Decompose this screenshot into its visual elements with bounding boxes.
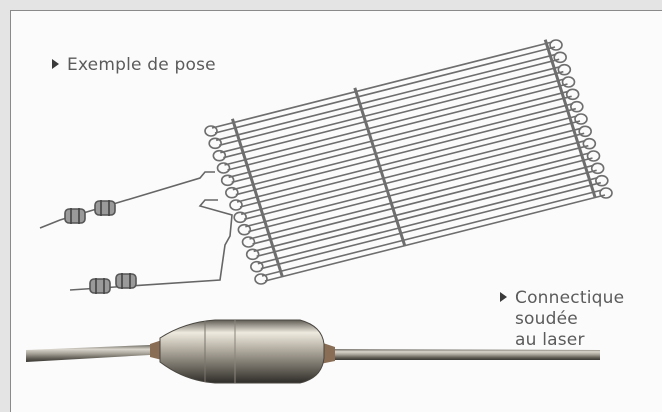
laser-weld-line-2: soudée — [515, 309, 578, 329]
laser-weld-caption: Connectique soudée au laser — [500, 288, 624, 351]
caption-arrow-icon — [52, 59, 59, 69]
laser-weld-line-3: au laser — [515, 330, 585, 350]
cold-lead-wires-image — [39, 171, 233, 294]
laser-weld-line-1: Connectique — [515, 288, 625, 308]
heating-mat-image — [204, 39, 613, 285]
layout-example-label: Exemple de pose — [67, 55, 216, 75]
layout-example-caption: Exemple de pose — [52, 55, 216, 76]
laser-welded-connector-image — [26, 319, 600, 384]
caption-arrow-icon — [500, 292, 507, 302]
content-panel — [10, 10, 662, 412]
